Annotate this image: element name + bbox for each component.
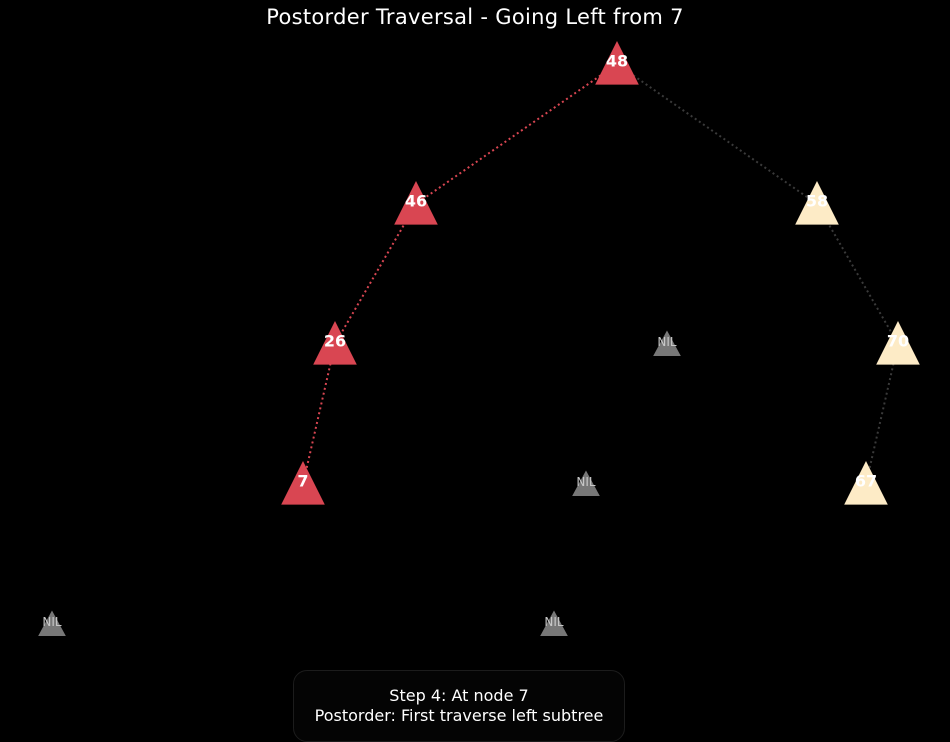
edge-layer [302, 63, 899, 485]
node-triangle [844, 461, 888, 505]
diagram-title: Postorder Traversal - Going Left from 7 [266, 5, 684, 29]
node-label: 70 [887, 332, 909, 351]
tree-node-7: 7 [281, 461, 325, 505]
nil-label: NIL [657, 335, 677, 349]
tree-node-58: 58 [795, 181, 839, 225]
node-label: 67 [855, 472, 877, 491]
nil-node: NIL [540, 610, 568, 637]
edge-48-58 [616, 63, 818, 205]
tree-node-48: 48 [595, 41, 639, 85]
node-label: 58 [806, 192, 828, 211]
node-triangle [38, 610, 66, 637]
edge-46-26 [334, 203, 417, 345]
edge-58-70 [816, 203, 899, 345]
node-label: 48 [606, 52, 628, 71]
status-description-text: Postorder: First traverse left subtree [314, 706, 604, 725]
node-label: 26 [324, 332, 346, 351]
tree-node-46: 46 [394, 181, 438, 225]
node-triangle [281, 461, 325, 505]
nil-node: NIL [38, 610, 66, 637]
tree-node-67: 67 [844, 461, 888, 505]
node-triangle [795, 181, 839, 225]
node-label: 46 [405, 192, 427, 211]
node-triangle [595, 41, 639, 85]
node-triangle [313, 321, 357, 365]
nil-label: NIL [544, 615, 564, 629]
node-triangle [540, 610, 568, 637]
node-label: 7 [297, 472, 308, 491]
node-triangle [572, 470, 600, 497]
node-triangle [394, 181, 438, 225]
nil-label: NIL [42, 615, 62, 629]
nil-label: NIL [576, 475, 596, 489]
nil-node: NIL [572, 470, 600, 497]
nil-node: NIL [653, 330, 681, 357]
tree-node-26: 26 [313, 321, 357, 365]
node-triangle [876, 321, 920, 365]
edge-70-67 [865, 343, 899, 485]
tree-node-70: 70 [876, 321, 920, 365]
status-step-text: Step 4: At node 7 [389, 686, 529, 705]
edge-26-7 [302, 343, 336, 485]
edge-48-46 [415, 63, 618, 205]
node-triangle [653, 330, 681, 357]
status-box: Step 4: At node 7 Postorder: First trave… [293, 670, 625, 742]
